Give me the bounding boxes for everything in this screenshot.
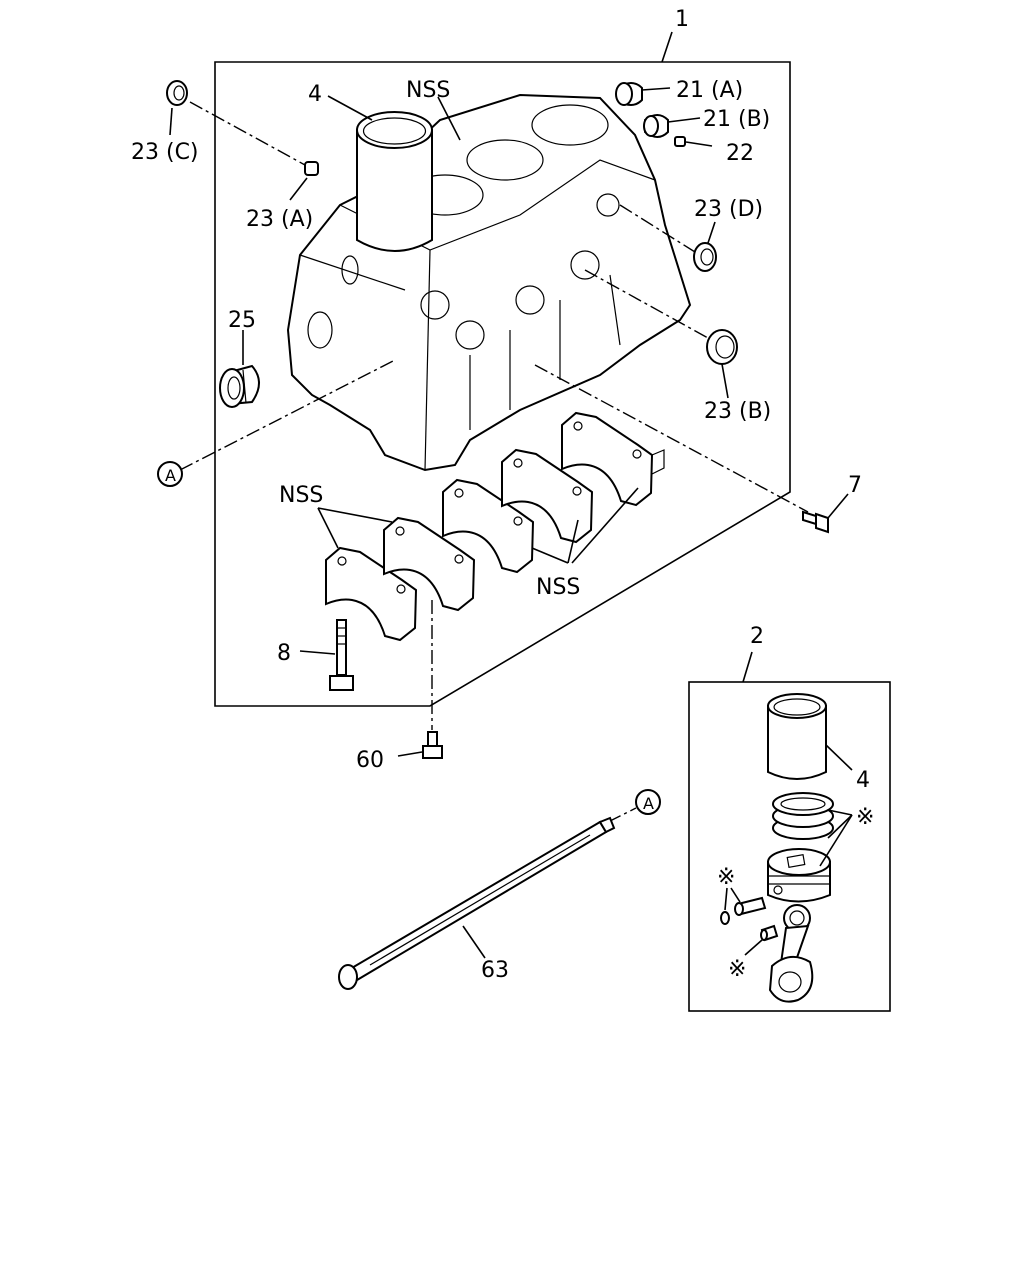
label-23b: 23 (B) bbox=[704, 399, 771, 424]
bearing-cap-4 bbox=[501, 448, 594, 544]
label-nss-top: NSS bbox=[406, 78, 450, 103]
bearing-cap-5 bbox=[561, 411, 665, 507]
label-kit-4: 4 bbox=[856, 768, 870, 793]
kit-bushing bbox=[760, 924, 779, 942]
label-star-bush: ※ bbox=[728, 957, 746, 982]
label-nss-left: NSS bbox=[279, 483, 323, 508]
label-22: 22 bbox=[726, 141, 754, 166]
plug-23c bbox=[166, 80, 188, 106]
label-21b: 21 (B) bbox=[703, 107, 770, 132]
label-1: 1 bbox=[675, 7, 689, 32]
bearing-cap-1 bbox=[325, 546, 418, 642]
label-23a: 23 (A) bbox=[246, 207, 313, 232]
cylinder-block bbox=[286, 93, 692, 472]
piston bbox=[767, 848, 831, 903]
bolt-60 bbox=[422, 731, 443, 759]
cylinder-liner bbox=[356, 111, 433, 252]
plug-23b bbox=[706, 329, 738, 365]
label-ref-a-lower: A bbox=[643, 794, 654, 813]
label-4: 4 bbox=[308, 82, 322, 107]
label-60: 60 bbox=[356, 748, 384, 773]
ref-a-upper bbox=[157, 461, 183, 487]
label-star-rings: ※ bbox=[856, 805, 874, 830]
assembly-frame bbox=[214, 61, 791, 707]
bolt-7 bbox=[802, 510, 829, 534]
plug-22 bbox=[674, 136, 686, 147]
bearing-cap-2 bbox=[383, 516, 476, 612]
piston-rings bbox=[772, 792, 834, 840]
label-23d: 23 (D) bbox=[694, 197, 763, 222]
ref-a-lower bbox=[635, 789, 661, 815]
label-8: 8 bbox=[277, 641, 291, 666]
bolt-8 bbox=[329, 619, 354, 691]
label-63: 63 bbox=[481, 958, 509, 983]
label-7: 7 bbox=[848, 473, 862, 498]
label-star-pin: ※ bbox=[717, 865, 735, 890]
bushing bbox=[219, 364, 260, 408]
piston-kit-frame bbox=[688, 681, 891, 1012]
connecting-rod bbox=[768, 904, 814, 1003]
plug-21b bbox=[643, 114, 669, 138]
piston-pin bbox=[720, 896, 767, 925]
kit-liner bbox=[767, 693, 827, 780]
label-2: 2 bbox=[750, 624, 764, 649]
label-23c: 23 (C) bbox=[131, 140, 199, 165]
label-nss-right: NSS bbox=[536, 575, 580, 600]
plug-21a bbox=[615, 82, 643, 106]
label-ref-a-upper: A bbox=[165, 466, 176, 485]
oil-pipe bbox=[338, 816, 616, 990]
plug-23a bbox=[304, 161, 319, 176]
label-21a: 21 (A) bbox=[676, 78, 743, 103]
plug-23d bbox=[693, 242, 717, 272]
label-25: 25 bbox=[228, 308, 256, 333]
